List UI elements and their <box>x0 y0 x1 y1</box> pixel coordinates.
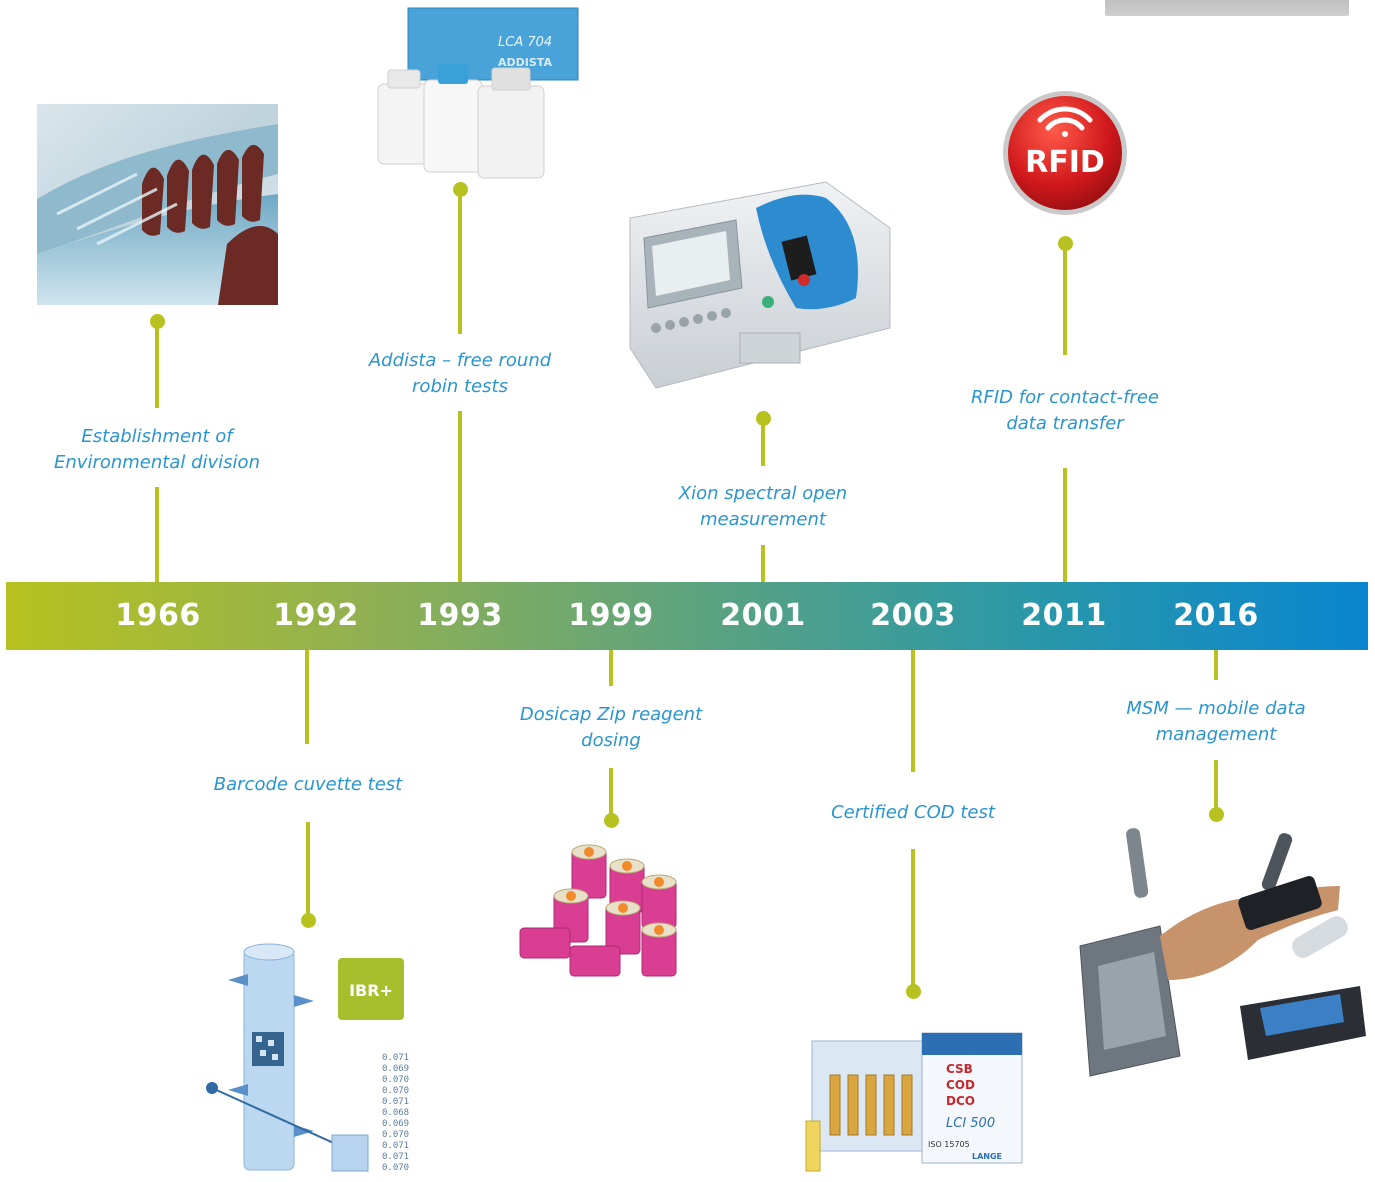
milestone-label-2016: MSM — mobile data management <box>1076 696 1356 748</box>
connector-1999-bottom <box>609 768 613 820</box>
connector-2016-top <box>1214 650 1218 680</box>
connector-2003-bottom <box>911 849 915 991</box>
barcode-value: 0.070 <box>382 1130 409 1140</box>
label-line-1: Establishment of <box>81 426 233 447</box>
connector-2001-top <box>761 418 765 466</box>
cod-box-line: DCO <box>946 1094 975 1108</box>
barcode-value: 0.071 <box>382 1053 409 1063</box>
barcode-value: 0.071 <box>382 1097 409 1107</box>
addista-brand-label: ADDISTA <box>498 56 552 69</box>
label-line-2: data transfer <box>1006 413 1124 434</box>
addista-box-label: LCA 704 <box>498 35 552 50</box>
year-2016: 2016 <box>1173 598 1259 633</box>
cod-box-line: COD <box>946 1078 975 1092</box>
mobile-data-devices <box>1070 826 1370 1086</box>
connector-1992-bottom <box>306 822 310 920</box>
rfid-button: RFID <box>1000 88 1130 218</box>
barcode-value: 0.071 <box>382 1141 409 1151</box>
barcode-value: 0.069 <box>382 1064 409 1074</box>
connector-1966-top <box>155 321 159 408</box>
water-weir-photo <box>37 104 278 305</box>
label-line-1: RFID for contact-free <box>971 387 1159 408</box>
milestone-dot-1992 <box>300 912 316 928</box>
milestone-dot-2003 <box>905 983 921 999</box>
year-1992: 1992 <box>273 598 359 633</box>
label-line-2: dosing <box>581 730 641 751</box>
label-line-1: Certified COD test <box>831 802 995 823</box>
cod-box-line: CSB <box>946 1062 973 1076</box>
label-line-2: Environmental division <box>54 452 260 473</box>
connector-2016-bottom <box>1214 760 1218 814</box>
year-2001: 2001 <box>720 598 806 633</box>
barcode-value: 0.070 <box>382 1075 409 1085</box>
connector-1999-top <box>609 650 613 686</box>
barcode-value: 0.069 <box>382 1119 409 1129</box>
milestone-label-2003: Certified COD test <box>773 800 1053 826</box>
barcode-cuvette-illustration: IBR+ 0.071 0.069 0.070 0.070 0.071 0.068… <box>198 940 428 1178</box>
milestone-dot-1999 <box>603 812 619 828</box>
milestone-label-1992: Barcode cuvette test <box>168 772 448 798</box>
addista-reagent-kit: LCA 704 ADDISTA <box>368 4 582 184</box>
barcode-value: 0.070 <box>382 1163 409 1173</box>
connector-1992-top <box>305 650 309 744</box>
year-2011: 2011 <box>1021 598 1107 633</box>
barcode-value: 0.068 <box>382 1108 409 1118</box>
milestone-label-1966: Establishment of Environmental division <box>17 424 297 476</box>
milestone-label-2001: Xion spectral open measurement <box>623 481 903 533</box>
milestone-label-1999: Dosicap Zip reagent dosing <box>471 702 751 754</box>
connector-1966-bottom <box>155 487 159 582</box>
dosicap-zip-caps <box>510 840 715 990</box>
top-right-tab <box>1105 0 1349 16</box>
connector-1993-bottom <box>458 411 462 582</box>
rfid-text: RFID <box>1025 145 1105 180</box>
label-line-1: Xion spectral open <box>678 483 848 504</box>
label-line-2: measurement <box>700 509 826 530</box>
label-line-1: Dosicap Zip reagent <box>519 704 703 725</box>
cod-brand-label: LANGE <box>972 1152 1002 1161</box>
connector-2001-bottom <box>761 545 765 582</box>
cod-cuvette-test-kit: CSB COD DCO LCI 500 ISO 15705 LANGE <box>796 1015 1028 1178</box>
connector-2003-top <box>911 650 915 772</box>
year-2003: 2003 <box>870 598 956 633</box>
connector-1993-top <box>458 189 462 334</box>
milestone-dot-2016 <box>1208 806 1224 822</box>
ibr-badge-label: IBR+ <box>349 981 393 1000</box>
year-1966: 1966 <box>115 598 201 633</box>
connector-2011-top <box>1063 243 1067 355</box>
connector-2011-bottom <box>1063 468 1067 582</box>
barcode-value: 0.071 <box>382 1152 409 1162</box>
spectrophotometer <box>626 168 896 398</box>
milestone-label-1993: Addista – free round robin tests <box>320 348 600 400</box>
label-line-2: management <box>1155 724 1277 745</box>
barcode-value: 0.070 <box>382 1086 409 1096</box>
milestone-label-2011: RFID for contact-free data transfer <box>925 385 1205 437</box>
label-line-1: Addista – free round <box>368 350 552 371</box>
timeline-bar <box>6 582 1368 650</box>
label-line-1: Barcode cuvette test <box>213 774 403 795</box>
year-1999: 1999 <box>568 598 654 633</box>
cod-iso-label: ISO 15705 <box>928 1140 970 1149</box>
label-line-2: robin tests <box>412 376 508 397</box>
cod-box-product: LCI 500 <box>946 1116 995 1131</box>
year-1993: 1993 <box>417 598 503 633</box>
label-line-1: MSM — mobile data <box>1126 698 1306 719</box>
